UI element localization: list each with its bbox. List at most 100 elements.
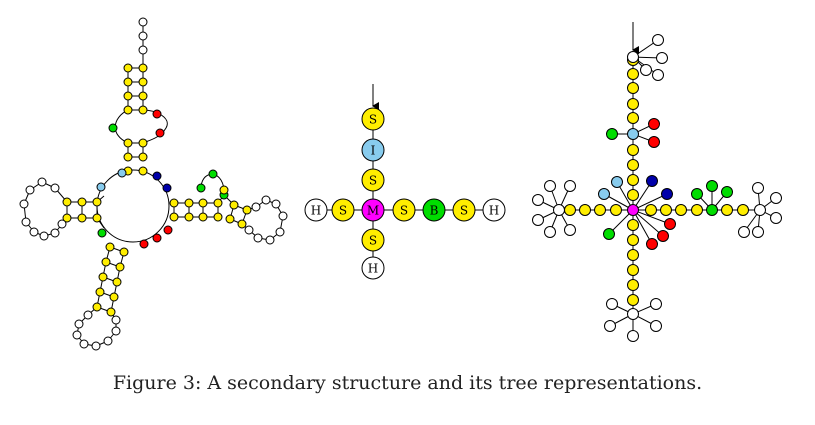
tree-node (611, 176, 623, 188)
base-node (115, 262, 125, 272)
base-node (261, 195, 271, 205)
base-node (138, 77, 148, 87)
tree-node (627, 51, 639, 63)
node-right-stem-2: S (452, 198, 476, 222)
base-node (50, 183, 60, 193)
base-node (198, 198, 208, 208)
tree-node (661, 188, 673, 200)
tree-node (650, 298, 662, 310)
tree-node (645, 204, 657, 216)
tree-node (675, 204, 687, 216)
tree-node (640, 64, 652, 76)
labelled-tree: S I S M S H S H (304, 84, 506, 280)
base-node (57, 219, 67, 229)
tree-node (532, 194, 544, 206)
tree-node (627, 112, 639, 124)
base-node (83, 310, 93, 320)
base-node (119, 247, 129, 257)
base-node (111, 326, 121, 336)
base-node (108, 123, 118, 133)
node-label: H (311, 204, 321, 218)
tree-node (594, 204, 606, 216)
tree-node (648, 118, 660, 130)
base-node (169, 198, 179, 208)
tree-node (656, 52, 668, 64)
base-node (162, 183, 172, 193)
tree-node (598, 188, 610, 200)
base-node (77, 213, 87, 223)
base-node (138, 91, 148, 101)
tree-node (691, 204, 703, 216)
base-node (123, 63, 133, 73)
base-node (138, 17, 148, 27)
base-node (103, 336, 113, 346)
node-bottom-stem: S (361, 228, 385, 252)
node-label: S (400, 204, 408, 218)
tree-node (579, 204, 591, 216)
tree-node (627, 189, 639, 201)
base-node (39, 231, 49, 241)
tree-node (648, 136, 660, 148)
node-left-stem: S (331, 198, 355, 222)
base-node (106, 307, 116, 317)
base-node (155, 128, 165, 138)
tree-node (603, 228, 615, 240)
tree-node (627, 68, 639, 80)
base-node (37, 177, 47, 187)
figure-caption: Figure 3: A secondary structure and its … (112, 372, 703, 394)
node-label: B (430, 204, 439, 218)
base-node (96, 182, 106, 192)
base-node (112, 277, 122, 287)
node-right-stem-1: S (392, 198, 416, 222)
base-node (72, 330, 82, 340)
base-node (139, 239, 149, 249)
tree-node (610, 204, 622, 216)
tree-node (652, 69, 664, 81)
base-node (138, 45, 148, 55)
base-node (79, 339, 89, 349)
tree-node (627, 159, 639, 171)
base-node (21, 217, 31, 227)
base-node (229, 200, 239, 210)
tree-node (544, 226, 556, 238)
base-node (265, 235, 275, 245)
node-label: S (339, 204, 347, 218)
tree-node (564, 180, 576, 192)
base-node (74, 319, 84, 329)
node-label: H (489, 204, 499, 218)
node-top-3: S (361, 168, 385, 192)
tree-node (564, 224, 576, 236)
tree-node (691, 188, 703, 200)
node-bottom-hairpin: H (361, 256, 385, 280)
tree-node (657, 230, 669, 242)
tree-node (627, 234, 639, 246)
base-node (225, 214, 235, 224)
base-node (152, 109, 162, 119)
base-node (169, 212, 179, 222)
tree-node (627, 294, 639, 306)
tree-node (604, 320, 616, 332)
base-node (138, 138, 148, 148)
tree-node (706, 204, 718, 216)
node-top-2: I (361, 138, 385, 162)
node-label: S (369, 174, 377, 188)
tree-node (627, 219, 639, 231)
tree-node (752, 226, 764, 238)
tree-node (627, 174, 639, 186)
base-node (29, 227, 39, 237)
node-label: S (460, 204, 468, 218)
fine-grained-tree (532, 22, 782, 342)
tree-node (660, 204, 672, 216)
base-node (138, 152, 148, 162)
base-node (251, 202, 261, 212)
tree-node (606, 128, 618, 140)
base-node (109, 292, 119, 302)
base-node (105, 242, 115, 252)
base-node (138, 31, 148, 41)
node-label: M (367, 204, 379, 218)
tree-node (564, 204, 576, 216)
base-node (98, 272, 108, 282)
base-node (278, 211, 288, 221)
base-node (50, 228, 60, 238)
tree-node (627, 144, 639, 156)
